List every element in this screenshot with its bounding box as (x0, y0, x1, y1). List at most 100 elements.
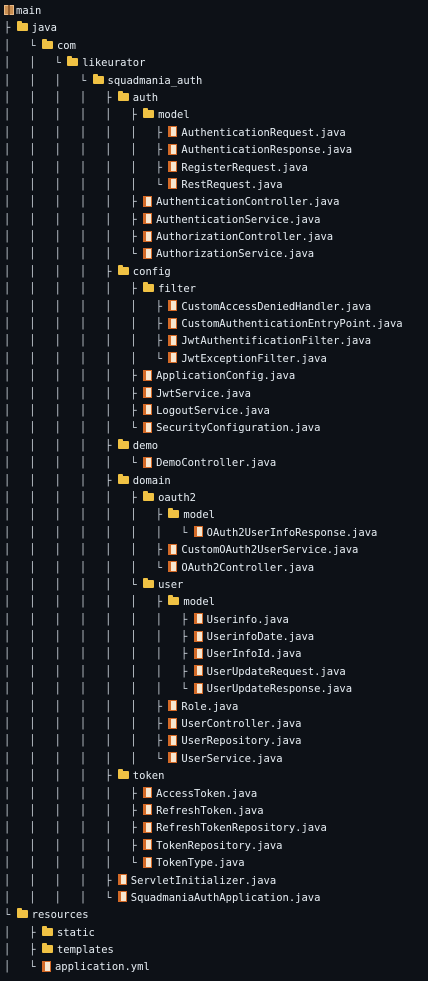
tree-guide: │ │ │ │ │ ├ (4, 804, 144, 817)
tree-file-item[interactable]: │ │ │ │ │ └ DemoController.java (4, 455, 428, 472)
tree-file-item[interactable]: │ │ │ │ │ │ ├ JwtAuthentificationFilter.… (4, 333, 428, 350)
tree-guide: │ ├ (4, 926, 42, 939)
tree-guide: │ │ │ │ │ │ ├ (4, 509, 169, 522)
folder-icon (143, 577, 155, 588)
tree-guide: │ │ │ │ │ │ │ ├ (4, 648, 194, 661)
tree-file-item[interactable]: │ │ │ │ │ │ ├ CustomAuthenticationEntryP… (4, 316, 428, 333)
tree-file-item[interactable]: │ │ │ │ │ │ └ OAuth2Controller.java (4, 560, 428, 577)
tree-folder-item[interactable]: main (4, 3, 428, 20)
tree-item-label: UserController.java (181, 718, 302, 731)
tree-file-item[interactable]: │ │ │ │ │ ├ TokenRepository.java (4, 838, 428, 855)
tree-file-item[interactable]: │ │ │ │ │ │ ├ RegisterRequest.java (4, 160, 428, 177)
file-icon (193, 630, 203, 642)
tree-file-item[interactable]: │ │ │ │ │ └ TokenType.java (4, 855, 428, 872)
tree-folder-item[interactable]: │ │ │ │ │ └ user (4, 577, 428, 594)
tree-file-item[interactable]: │ │ │ │ │ │ ├ CustomAccessDeniedHandler.… (4, 299, 428, 316)
tree-item-label: UserService.java (181, 752, 283, 765)
tree-file-item[interactable]: │ │ │ │ │ ├ RefreshTokenRepository.java (4, 820, 428, 837)
tree-folder-item[interactable]: └ resources (4, 907, 428, 924)
file-icon (41, 960, 51, 972)
tree-file-item[interactable]: │ │ │ │ │ │ │ ├ UserinfoDate.java (4, 629, 428, 646)
tree-folder-item[interactable]: │ │ │ │ ├ config (4, 264, 428, 281)
tree-item-label: OAuth2UserInfoResponse.java (206, 526, 378, 539)
tree-file-item[interactable]: │ │ │ │ │ │ ├ UserController.java (4, 716, 428, 733)
tree-item-label: RegisterRequest.java (181, 161, 308, 174)
tree-file-item[interactable]: │ │ │ │ │ │ ├ UserRepository.java (4, 733, 428, 750)
tree-item-label: UserinfoDate.java (206, 631, 315, 644)
tree-folder-item[interactable]: │ │ │ │ │ ├ model (4, 107, 428, 124)
tree-file-item[interactable]: │ │ │ │ │ │ ├ Role.java (4, 699, 428, 716)
tree-folder-item[interactable]: │ │ │ └ squadmania_auth (4, 73, 428, 90)
tree-folder-item[interactable]: │ │ │ │ ├ auth (4, 90, 428, 107)
tree-folder-item[interactable]: │ │ │ │ │ │ ├ model (4, 594, 428, 611)
tree-folder-item[interactable]: │ │ │ │ ├ token (4, 768, 428, 785)
tree-folder-item[interactable]: │ │ └ likeurator (4, 55, 428, 72)
tree-file-item[interactable]: │ │ │ │ │ │ ├ AuthenticationRequest.java (4, 125, 428, 142)
tree-item-label: java (31, 22, 57, 35)
tree-guide: │ └ (4, 961, 42, 974)
tree-item-label: user (158, 578, 184, 591)
file-icon (143, 821, 153, 833)
file-icon (143, 387, 153, 399)
tree-folder-item[interactable]: │ └ com (4, 38, 428, 55)
tree-file-item[interactable]: │ │ │ │ │ │ │ └ UserUpdateResponse.java (4, 681, 428, 698)
tree-folder-item[interactable]: │ │ │ │ ├ domain (4, 473, 428, 490)
tree-item-label: UserUpdateResponse.java (206, 683, 353, 696)
tree-file-item[interactable]: │ │ │ │ │ │ │ └ OAuth2UserInfoResponse.j… (4, 525, 428, 542)
tree-item-label: SquadmaniaAuthApplication.java (130, 891, 321, 904)
tree-folder-item[interactable]: │ ├ static (4, 925, 428, 942)
tree-file-item[interactable]: │ │ │ │ │ │ │ ├ UserUpdateRequest.java (4, 664, 428, 681)
tree-item-label: CustomOAuth2UserService.java (181, 544, 359, 557)
tree-folder-item[interactable]: │ │ │ │ │ ├ filter (4, 281, 428, 298)
tree-folder-item[interactable]: │ │ │ │ ├ demo (4, 438, 428, 455)
tree-item-label: Role.java (181, 700, 239, 713)
tree-file-item[interactable]: │ │ │ │ │ ├ RefreshToken.java (4, 803, 428, 820)
tree-item-label: LogoutService.java (156, 404, 270, 417)
tree-file-item[interactable]: │ │ │ │ │ │ └ RestRequest.java (4, 177, 428, 194)
tree-guide: │ │ │ │ │ ├ (4, 370, 144, 383)
folder-icon (16, 21, 28, 32)
tree-file-item[interactable]: │ │ │ │ ├ ServletInitializer.java (4, 873, 428, 890)
tree-file-item[interactable]: │ │ │ │ │ ├ JwtService.java (4, 386, 428, 403)
tree-file-item[interactable]: │ │ │ │ │ ├ AuthorizationController.java (4, 229, 428, 246)
tree-item-label: AuthenticationRequest.java (181, 126, 346, 139)
folder-icon (41, 943, 53, 954)
tree-file-item[interactable]: │ │ │ │ │ └ AuthorizationService.java (4, 246, 428, 263)
tree-file-item[interactable]: │ │ │ │ │ │ │ ├ Userinfo.java (4, 612, 428, 629)
tree-guide: │ │ │ │ │ │ ├ (4, 700, 169, 713)
tree-file-item[interactable]: │ └ application.yml (4, 959, 428, 976)
tree-file-item[interactable]: │ │ │ │ │ │ └ UserService.java (4, 751, 428, 768)
tree-item-label: JwtAuthentificationFilter.java (181, 335, 372, 348)
file-icon (168, 178, 178, 190)
tree-folder-item[interactable]: │ │ │ │ │ ├ oauth2 (4, 490, 428, 507)
tree-guide: │ │ │ │ ├ (4, 91, 118, 104)
tree-file-item[interactable]: │ │ │ │ │ │ │ ├ UserInfoId.java (4, 646, 428, 663)
tree-item-label: ServletInitializer.java (130, 874, 277, 887)
tree-item-label: main (16, 5, 42, 17)
tree-guide: │ │ │ │ │ └ (4, 857, 144, 870)
file-icon (143, 787, 153, 799)
tree-item-label: squadmania_auth (107, 74, 203, 87)
tree-guide: │ └ (4, 39, 42, 52)
tree-file-item[interactable]: │ │ │ │ │ ├ ApplicationConfig.java (4, 368, 428, 385)
file-icon (143, 856, 153, 868)
tree-file-item[interactable]: │ │ │ │ │ ├ AuthenticationService.java (4, 212, 428, 229)
tree-file-item[interactable]: │ │ │ │ │ │ ├ AuthenticationResponse.jav… (4, 142, 428, 159)
folder-icon (16, 908, 28, 919)
tree-file-item[interactable]: │ │ │ │ │ │ └ JwtExceptionFilter.java (4, 351, 428, 368)
tree-guide: │ │ │ │ │ │ ├ (4, 318, 169, 331)
tree-guide: │ │ │ │ │ │ ├ (4, 596, 169, 609)
tree-file-item[interactable]: │ │ │ │ └ SquadmaniaAuthApplication.java (4, 890, 428, 907)
tree-file-item[interactable]: │ │ │ │ │ ├ LogoutService.java (4, 403, 428, 420)
tree-file-item[interactable]: │ │ │ │ │ ├ AuthenticationController.jav… (4, 194, 428, 211)
tree-file-item[interactable]: │ │ │ │ │ ├ AccessToken.java (4, 786, 428, 803)
tree-item-label: Userinfo.java (206, 613, 289, 626)
tree-folder-item[interactable]: │ ├ templates (4, 942, 428, 959)
tree-guide: │ │ │ │ ├ (4, 265, 118, 278)
tree-file-item[interactable]: │ │ │ │ │ │ ├ CustomOAuth2UserService.ja… (4, 542, 428, 559)
tree-guide: │ │ │ │ └ (4, 891, 118, 904)
file-icon (168, 561, 178, 572)
tree-folder-item[interactable]: ├ java (4, 20, 428, 37)
tree-file-item[interactable]: │ │ │ │ │ └ SecurityConfiguration.java (4, 420, 428, 437)
tree-folder-item[interactable]: │ │ │ │ │ │ ├ model (4, 507, 428, 524)
